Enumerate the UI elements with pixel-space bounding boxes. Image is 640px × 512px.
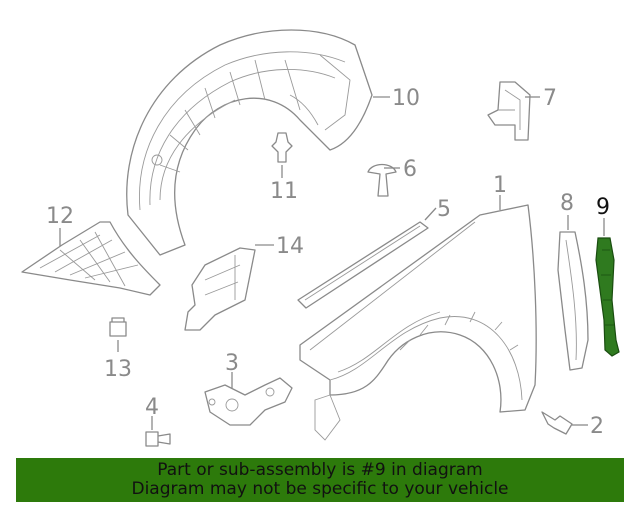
- part-8-trim[interactable]: [557, 231, 589, 371]
- callout-6: 6: [403, 157, 417, 182]
- part-5-seal[interactable]: [297, 221, 429, 309]
- callout-9: 9: [596, 195, 610, 220]
- part-2-bolt[interactable]: [541, 411, 573, 435]
- callout-4: 4: [145, 395, 159, 420]
- callout-5: 5: [437, 197, 451, 222]
- part-10-fender-liner[interactable]: [126, 29, 373, 256]
- part-12-splash-shield[interactable]: [21, 221, 161, 296]
- leader-5: [424, 207, 437, 221]
- callout-14: 14: [276, 234, 304, 259]
- callout-3: 3: [225, 351, 239, 376]
- parts-diagram: 10 7 11 6 12 14 13 5: [21, 29, 620, 447]
- callout-11: 11: [270, 179, 298, 204]
- callout-2: 2: [590, 414, 604, 439]
- part-1-fender[interactable]: [299, 204, 537, 441]
- callout-12: 12: [46, 204, 74, 229]
- callout-10: 10: [392, 86, 420, 111]
- info-banner: Part or sub-assembly is #9 in diagram Di…: [16, 458, 624, 502]
- part-6-push-clip[interactable]: [367, 163, 397, 197]
- part-13-grommet[interactable]: [109, 317, 127, 337]
- part-9-highlighted-bracket[interactable]: [595, 237, 620, 357]
- part-14-bracket[interactable]: [184, 247, 256, 331]
- part-4-bolt[interactable]: [145, 431, 171, 447]
- part-3-hinge[interactable]: [204, 377, 293, 426]
- banner-line-1: Part or sub-assembly is #9 in diagram: [157, 460, 483, 480]
- part-11-clip[interactable]: [271, 132, 293, 163]
- callout-13: 13: [104, 357, 132, 382]
- banner-line-2: Diagram may not be specific to your vehi…: [131, 479, 509, 499]
- callout-8: 8: [560, 191, 574, 216]
- part-7-bracket[interactable]: [487, 81, 531, 141]
- callout-1: 1: [493, 173, 507, 198]
- callout-7: 7: [543, 86, 557, 111]
